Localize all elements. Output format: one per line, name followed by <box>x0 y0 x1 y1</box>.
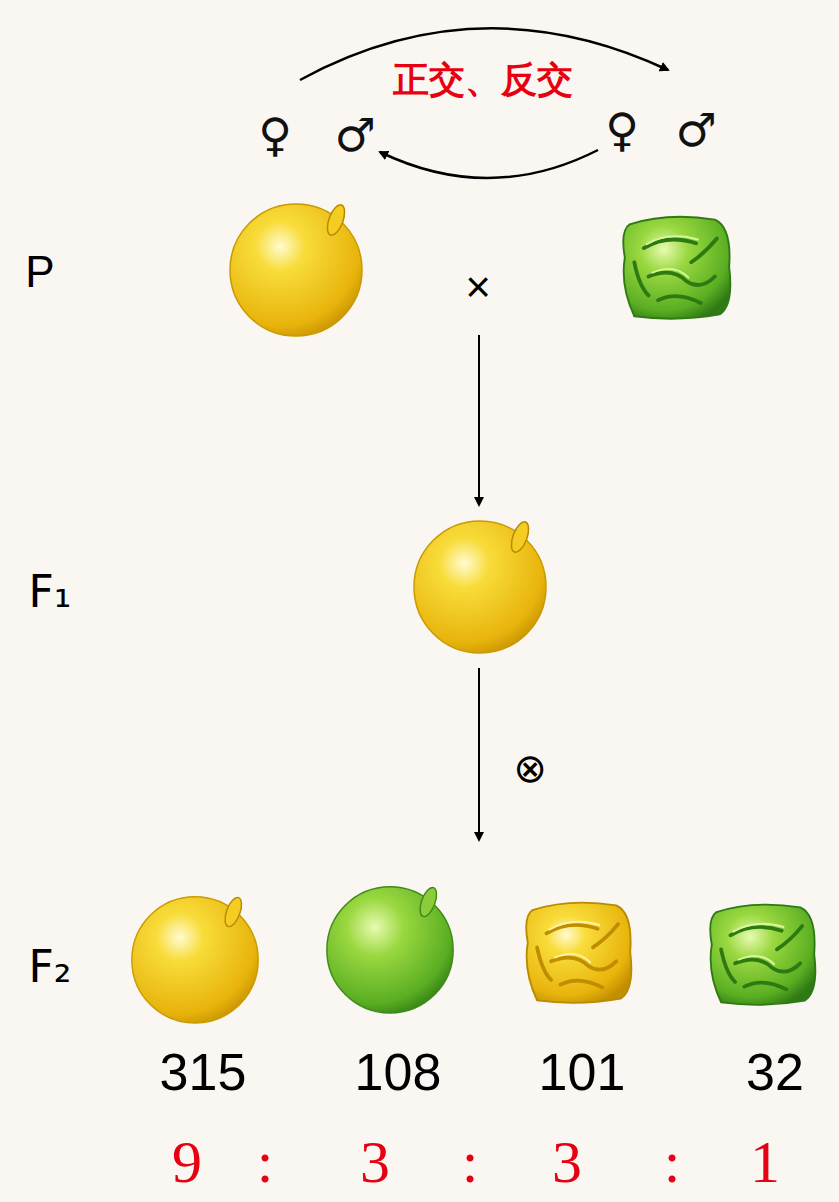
green-wrinkled-pea <box>623 217 730 319</box>
yellow-round-pea <box>230 203 362 336</box>
sex-symbol: ♂ <box>334 112 375 158</box>
count-number: 32 <box>746 1046 804 1098</box>
sex-symbol: ♂ <box>675 107 716 153</box>
ratio-colon: : <box>257 1132 274 1192</box>
ratio-number: 1 <box>750 1132 780 1192</box>
cross-arc <box>380 150 598 178</box>
sex-symbol: ♀ <box>258 112 292 158</box>
green-round-pea <box>327 885 453 1013</box>
selfing-symbol: ⊗ <box>513 748 547 788</box>
generation-label: P <box>25 250 54 294</box>
sex-symbol: ♀ <box>605 107 639 153</box>
generation-label: F₁ <box>29 570 72 614</box>
cross-type-label: 正交、反交 <box>389 60 577 100</box>
count-number: 315 <box>160 1046 247 1098</box>
ratio-number: 9 <box>172 1132 202 1192</box>
ratio-number: 3 <box>552 1132 582 1192</box>
ratio-colon: : <box>462 1132 479 1192</box>
count-number: 101 <box>539 1046 626 1098</box>
yellow-round-pea <box>132 895 258 1023</box>
arrow-down <box>478 335 480 505</box>
ratio-colon: : <box>664 1132 681 1192</box>
cross-symbol: × <box>465 265 491 309</box>
generation-label: F₂ <box>29 945 72 989</box>
count-number: 108 <box>355 1046 442 1098</box>
green-wrinkled-pea <box>710 905 815 1005</box>
yellow-round-pea <box>414 520 546 653</box>
yellow-wrinkled-pea <box>526 903 631 1003</box>
arrow-down <box>478 668 480 840</box>
ratio-number: 3 <box>360 1132 390 1192</box>
